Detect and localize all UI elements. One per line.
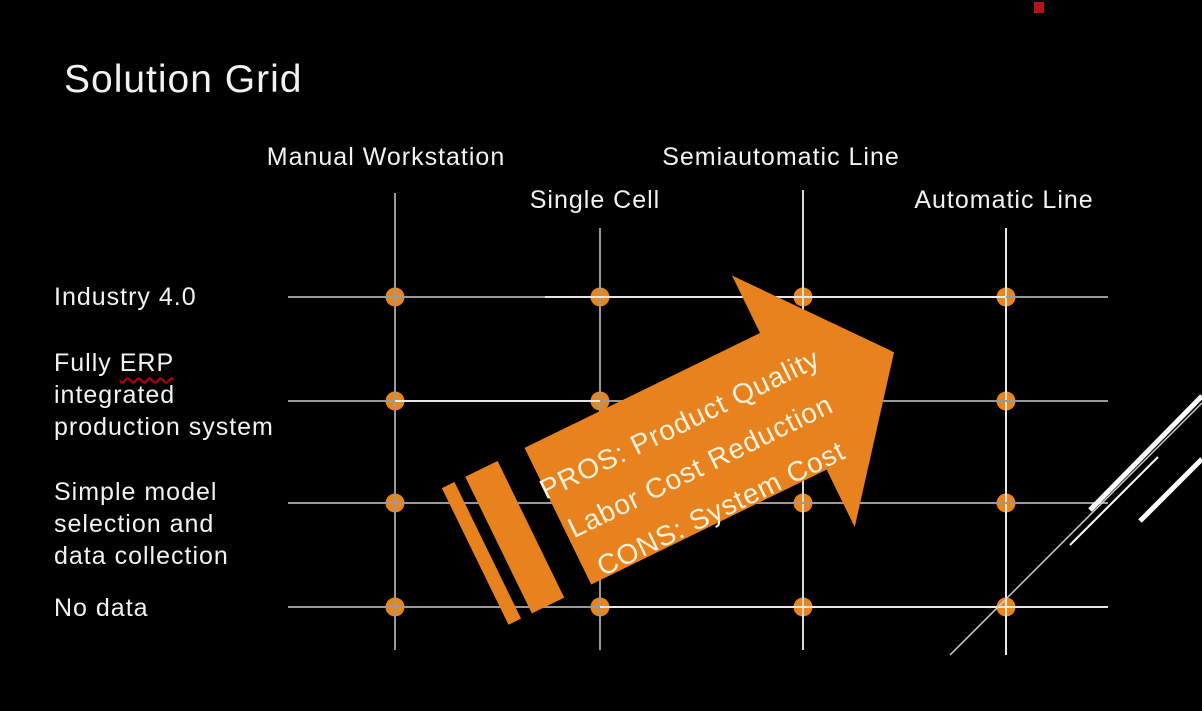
arrow-stripe-2 — [465, 461, 565, 614]
row-label-industry-4-0: Industry 4.0 — [54, 281, 197, 313]
column-header-semiautomatic-line: Semiautomatic Line — [662, 143, 900, 171]
arrow-stripe-1 — [441, 482, 522, 625]
row-label-line: data collection — [54, 542, 229, 570]
row-label-line: Simple model — [54, 478, 218, 506]
column-header-manual-workstation: Manual Workstation — [266, 143, 506, 171]
row-label-line: integrated — [54, 381, 176, 409]
diagonal-decorations — [949, 394, 1202, 656]
diagonal-line-thick-upper — [1088, 394, 1202, 512]
misspelled-word-erp: ERP — [119, 349, 175, 377]
row-label-line: selection and — [54, 510, 215, 538]
column-header-automatic-line: Automatic Line — [914, 186, 1094, 214]
red-square-decoration — [1034, 2, 1044, 13]
striped-arrow: PROS: Product Quality Labor Cost Reducti… — [441, 275, 895, 625]
row-label-line: production system — [54, 413, 274, 441]
row-label-simple-model: Simple model selection and data collecti… — [54, 476, 229, 572]
row-label-line: No data — [54, 594, 149, 622]
row-label-word: Fully — [54, 349, 120, 377]
slide-title: Solution Grid — [64, 58, 303, 101]
row-label-fully-erp-integrated: Fully ERP integrated production system — [54, 347, 274, 443]
arrow-body — [524, 275, 895, 585]
diagonal-line-thick-lower — [1138, 457, 1202, 523]
row-label-line: Fully ERP — [54, 347, 274, 379]
row-label-line: Industry 4.0 — [54, 283, 197, 311]
diagonal-line-thin-long — [949, 402, 1202, 656]
row-label-no-data: No data — [54, 592, 149, 624]
diagonal-line-thin-short — [1069, 456, 1159, 546]
column-header-single-cell: Single Cell — [529, 186, 661, 214]
